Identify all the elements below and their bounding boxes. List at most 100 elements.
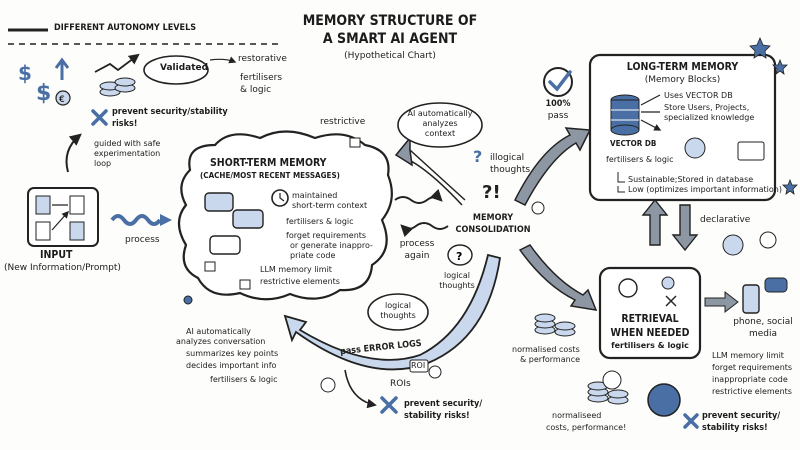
logical-thoughts-cloud [367,293,429,331]
long-term-subtitle: (Memory Blocks) [644,75,721,85]
chat-icon [764,277,788,293]
cloud-top-3: context [424,129,456,138]
title-line-2: A SMART AI AGENT [322,31,458,47]
bl-prevent-2: stability risks! [404,411,470,421]
st-item-3: forget requirements [286,231,367,240]
short-term-title: SHORT-TERM MEMORY [210,157,327,169]
headset-icon [618,278,638,298]
guided-2: experimentation [94,149,161,158]
arrow-to-short-term [394,135,466,201]
illogical-2: thoughts [490,165,531,175]
consolidation-2: CONSOLIDATION [455,225,531,235]
rl-2: inappropriate code [712,375,788,384]
arrow-down [671,204,699,252]
cloud-top-2: analyzes [422,119,458,128]
retrieval-fert: fertilisers & logic [611,341,689,350]
pass-2: pass [547,111,569,121]
title-subtitle: (Hypothetical Chart) [344,51,436,61]
x-icon [91,109,108,126]
arrow-to-long-term [513,127,592,206]
retrieval-2: WHEN NEEDED [610,327,690,339]
phone-icon [742,284,760,314]
consolidation-1: MEMORY [472,213,514,223]
bl-fert: fertilisers & logic [210,375,278,384]
logical-2: thoughts [439,281,475,290]
guided-3: loop [94,159,112,168]
br-prevent-2: stability risks! [702,423,768,433]
lt-uses: Uses VECTOR DB [664,91,733,100]
cloud-logical-2: thoughts [380,311,416,320]
analyzes-context-cloud [397,102,483,148]
x-icon-bottom-right [683,413,699,429]
check-icon [543,67,573,97]
lt-low: Low (optimizes important information) [628,185,782,194]
rois-label: ROIs [390,379,411,389]
validated-cloud [143,55,209,85]
costs-1: normalised costs [512,345,580,354]
lt-vector-db: VECTOR DB [610,139,657,148]
x-icon-bottom [380,396,398,414]
prevent-risks-1: prevent security/stability [112,107,228,117]
cloud-top-1: AI automatically [407,109,473,118]
svg-text:?!: ?! [482,182,501,203]
group-icon [722,234,744,256]
database-icon [610,94,640,136]
long-term-title: LONG-TERM MEMORY [626,61,739,73]
money-icons: $ $ € [18,53,140,106]
logical-1: logical [444,271,470,280]
st-item-6: LLM memory limit [260,265,332,274]
bl-line-2: analyzes conversation [176,337,266,346]
declarative-label: declarative [700,215,751,225]
st-item-0: maintained [292,191,338,200]
st-item-1: short-term context [292,201,368,210]
restrictive-label: restrictive [320,117,366,127]
lightbulb-icon [531,201,545,215]
id-card-icon [737,141,765,161]
st-item-2: fertilisers & logic [286,217,354,226]
teacher-icon [759,231,777,249]
rl-3: restrictive elements [712,387,792,396]
roi-tag-icon [409,359,429,373]
coins-icon [534,313,629,405]
person-icon [183,295,193,305]
svg-text:$: $ [36,81,51,106]
phone-2: media [748,329,778,339]
rl-1: forget requirements [712,363,793,372]
arrow-to-retrieval [518,244,598,311]
process-again-1: process [399,239,435,249]
rl-0: LLM memory limit [712,351,784,360]
lt-store-1: Store Users, Projects, [664,103,750,112]
svg-text:?: ? [473,147,482,166]
short-term-subtitle: (CACHE/MOST RECENT MESSAGES) [200,171,340,180]
short-term-cloud [177,130,393,301]
logic-label: & logic [240,85,272,95]
phone-1: phone, social [733,317,793,327]
input-title: INPUT [40,249,73,261]
brain-share-icon [647,383,681,417]
st-item-5: priate code [290,251,336,260]
lt-sust: Sustainable;Stored in database [628,175,754,184]
process-label: process [125,235,160,245]
lt-store-2: specialized knowledge [664,113,755,122]
svg-text:$: $ [18,61,32,85]
restorative-label: restorative [238,54,287,64]
prevent-risks-2: risks! [112,119,138,129]
st-item-7: restrictive elements [260,277,340,286]
process-again-2: again [404,251,430,261]
long-term-box [588,53,777,202]
error-logs-arrow [283,253,502,371]
bl-bullet-1: summarizes key points [186,349,279,358]
lightbulb-icon-bottom [320,377,336,393]
br-prevent-1: prevent security/ [702,411,781,421]
arrow-up [641,198,669,246]
bl-prevent-1: prevent security/ [404,399,483,409]
info-icon [602,370,622,390]
process-squiggle [110,214,162,226]
svg-text:€: € [59,95,65,105]
guided-1: guided with safe [94,139,161,148]
svg-text:?: ? [456,250,462,263]
bl-bullet-2: decides important info [186,361,277,370]
star-icons [749,36,798,195]
